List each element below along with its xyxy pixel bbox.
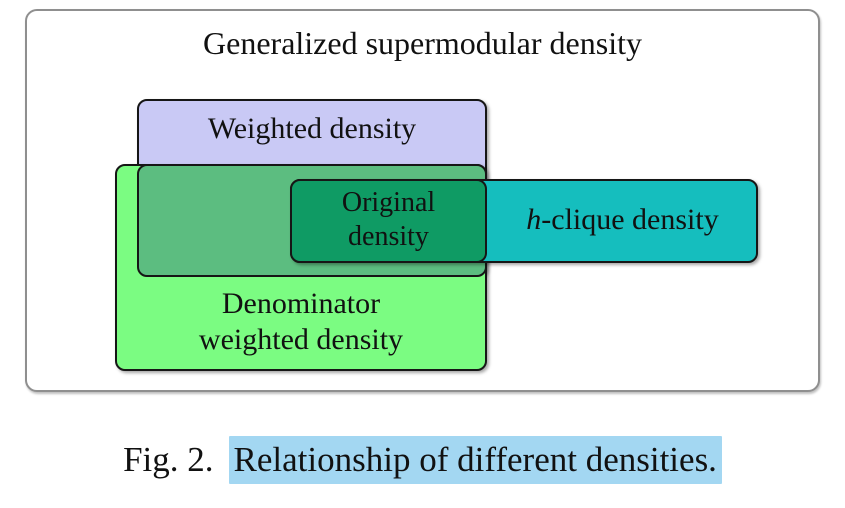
h-clique-label-rest: -clique density [541, 203, 719, 236]
denominator-label-line1: Denominator [221, 287, 381, 320]
figure-caption: Fig. 2. Relationship of different densit… [0, 436, 845, 484]
weighted-density-label: Weighted density [207, 112, 417, 145]
figure-caption-prefix: Fig. 2. [123, 440, 214, 479]
original-density-label-line1: Original [341, 187, 436, 218]
generalized-supermodular-label: Generalized supermodular density [203, 25, 642, 61]
h-clique-density-label: h-clique density [487, 201, 758, 239]
original-density-region [290, 179, 487, 263]
denominator-label-line2: weighted density [198, 323, 404, 356]
denominator-weighted-density-label: Denominator weighted density [115, 286, 487, 358]
figure-caption-highlighted-text: Relationship of different densities. [228, 436, 722, 484]
h-clique-italic-h: h [526, 203, 542, 236]
original-density-label-line2: density [348, 221, 429, 252]
original-density-label: Original density [290, 186, 487, 254]
